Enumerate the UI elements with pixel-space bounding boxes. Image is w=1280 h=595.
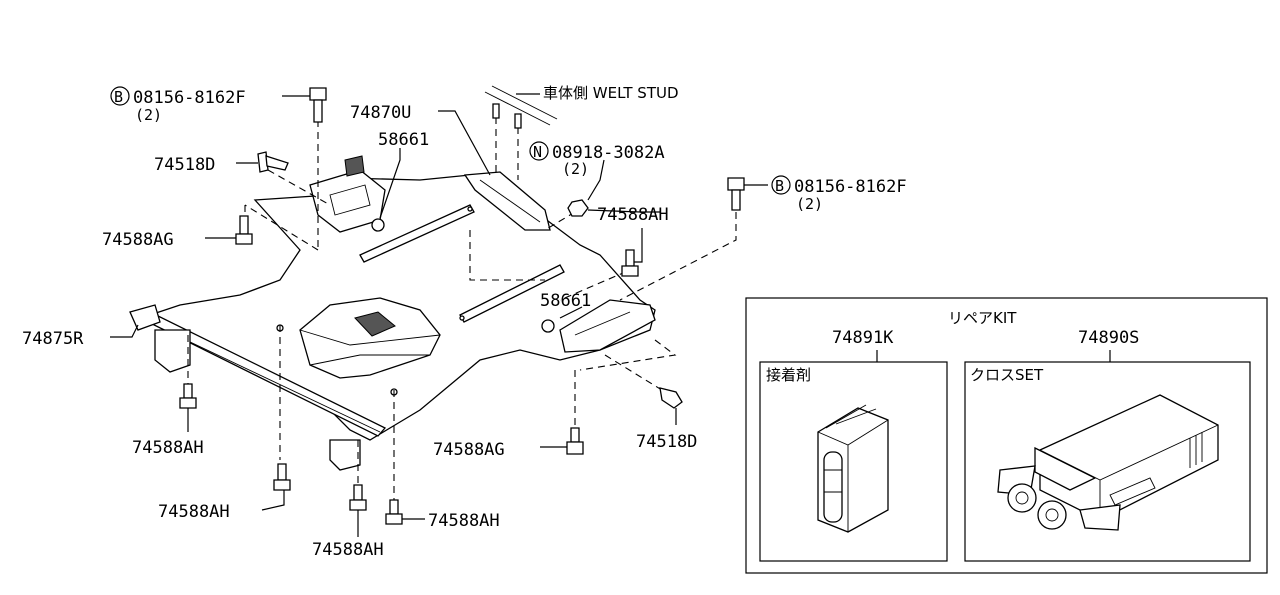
nut-icon bbox=[567, 199, 589, 217]
label-bolt-right-qty: (2) bbox=[796, 195, 823, 213]
leader-lines bbox=[110, 93, 768, 537]
adhesive-sub-frame bbox=[759, 361, 948, 562]
repair-kit-box: リペアKIT 74891K 74890S 接着剤 クロスSET bbox=[745, 297, 1268, 574]
clip-upper-icon bbox=[371, 218, 385, 232]
badge-b-right-text: B bbox=[775, 177, 784, 195]
bolt-ah-bottom-1-icon bbox=[273, 463, 291, 491]
label-bolt-ag-right: 74588AG bbox=[433, 440, 505, 460]
cloth-sub-frame bbox=[964, 361, 1251, 562]
label-bolt-right: 08156-8162F bbox=[794, 177, 907, 197]
repair-kit-title: リペアKIT bbox=[948, 309, 1017, 327]
label-bolt-ah-bottom-2: 74588AH bbox=[312, 540, 384, 560]
label-nut-qty: (2) bbox=[562, 160, 589, 178]
bolt-right-icon bbox=[727, 177, 745, 211]
label-cloth-part: 74890S bbox=[1078, 328, 1139, 348]
badge-b-top-left-text: B bbox=[114, 88, 123, 106]
bolt-ah-upper-right-icon bbox=[621, 249, 639, 277]
bolt-ah-left-icon bbox=[179, 383, 197, 409]
label-nut: 08918-3082A bbox=[552, 143, 665, 163]
badge-n bbox=[529, 141, 549, 161]
label-bolt-top-left: 08156-8162F bbox=[133, 88, 246, 108]
bolt-ag-right-icon bbox=[566, 427, 584, 455]
label-bolt-ah-upper-right: 74588AH bbox=[597, 205, 669, 225]
fasteners bbox=[179, 85, 745, 525]
badge-n-text: N bbox=[533, 143, 542, 161]
label-bolt-ah-left: 74588AH bbox=[132, 438, 204, 458]
welt-stud-icon bbox=[484, 85, 558, 129]
bolt-ah-bottom-2-icon bbox=[349, 484, 367, 511]
grommet-left-icon bbox=[257, 151, 289, 173]
label-grommet-right: 74518D bbox=[636, 432, 697, 452]
cloth-set-icon bbox=[997, 394, 1219, 531]
label-clip-lower: 58661 bbox=[540, 291, 591, 311]
label-insulator-upper: 74870U bbox=[350, 103, 411, 123]
label-grommet-left: 74518D bbox=[154, 155, 215, 175]
label-bolt-ah-bottom-3: 74588AH bbox=[428, 511, 500, 531]
part-labels: B 08156-8162F (2) 74518D 74588AG 74870U … bbox=[22, 84, 907, 560]
label-adhesive-part: 74891K bbox=[832, 328, 894, 348]
bolt-top-left-icon bbox=[309, 87, 327, 123]
label-bolt-ag-left: 74588AG bbox=[102, 230, 174, 250]
bolt-ag-left-icon bbox=[235, 215, 253, 245]
label-cloth: クロスSET bbox=[970, 366, 1044, 384]
label-bolt-top-left-qty: (2) bbox=[135, 106, 162, 124]
adhesive-package-icon bbox=[817, 404, 889, 533]
floor-insulator-panel bbox=[129, 155, 656, 471]
grommet-right-icon bbox=[659, 387, 683, 409]
repair-kit-frame bbox=[745, 297, 1268, 574]
label-insulator-rear: 74875R bbox=[22, 329, 84, 349]
badge-b-top-left bbox=[110, 86, 130, 106]
label-adhesive: 接着剤 bbox=[766, 366, 811, 384]
label-welt-stud: 車体側 WELT STUD bbox=[543, 84, 679, 102]
bolt-ah-bottom-3-icon bbox=[385, 499, 403, 525]
clip-lower-icon bbox=[541, 319, 555, 333]
label-clip-upper: 58661 bbox=[378, 130, 429, 150]
label-bolt-ah-bottom-1: 74588AH bbox=[158, 502, 230, 522]
badge-b-right bbox=[771, 175, 791, 195]
